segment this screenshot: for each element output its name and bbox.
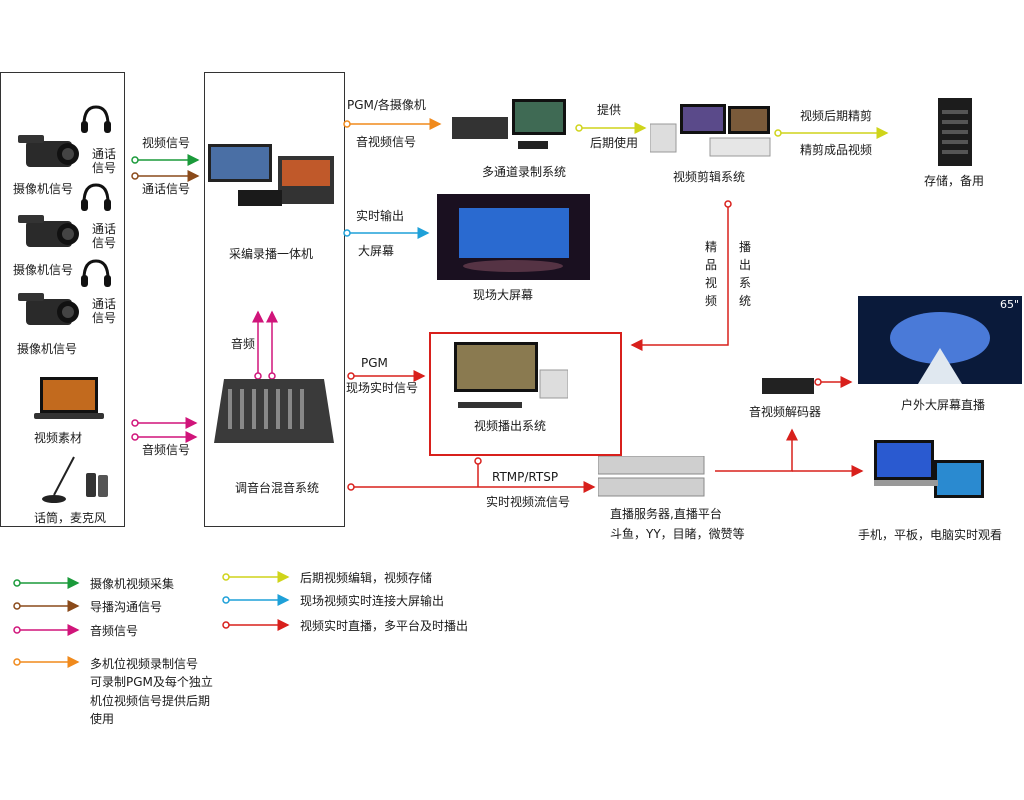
intercom-signal-label: 通话信号 (142, 182, 191, 196)
editing-label: 视频剪辑系统 (673, 170, 746, 184)
legend-label-orange: 多机位视频录制信号 (90, 657, 199, 671)
server-label-2: 斗鱼，YY，目睹，微赞等 (610, 527, 745, 541)
venue-screen-image (437, 194, 590, 280)
camera-icon (18, 135, 79, 167)
headset-icon (81, 259, 111, 287)
rtmp-label: RTMP/RTSP (492, 470, 559, 484)
legend-label-brown: 导播沟通信号 (90, 600, 163, 614)
playout-system-vertical-label: 播出系统 (739, 240, 752, 308)
storage-label: 存储，备用 (924, 174, 985, 188)
live-signal-label: 现场实时信号 (346, 381, 419, 395)
camera-signal-label-1: 摄像机信号 (13, 182, 74, 196)
video-material-label: 视频素材 (34, 431, 83, 445)
realtime-out-label: 实时输出 (356, 209, 405, 223)
decoder-label: 音视频解码器 (749, 405, 822, 419)
tv-size-badge: 65" (1000, 298, 1020, 311)
audio-mixer-icon (214, 379, 334, 443)
intercom-label-2: 通话 信号 (92, 222, 117, 250)
playout-system-icon (454, 342, 568, 408)
post-use-label: 后期使用 (590, 136, 639, 150)
legend-note-line-3: 使用 (90, 712, 115, 726)
audio-label: 音频 (231, 337, 256, 351)
edited-video-label: 精剪成品视频 (800, 143, 873, 157)
provide-label: 提供 (597, 103, 622, 117)
refined-video-vertical-label: 精品视频 (705, 240, 718, 308)
av-signal-label: 音视频信号 (356, 135, 417, 149)
multi-record-icon (452, 99, 566, 149)
headset-icon (81, 183, 111, 211)
storage-server-icon (938, 98, 972, 166)
mixer-label: 调音台混音系统 (235, 481, 320, 495)
capture-column-box (204, 72, 345, 527)
server-label-1: 直播服务器,直播平台 (610, 507, 722, 521)
playout-box (429, 332, 622, 456)
camera-group (18, 105, 111, 325)
legend-label-blue: 现场视频实时连接大屏输出 (300, 594, 445, 608)
legend-label-red: 视频实时直播，多平台及时播出 (300, 619, 469, 633)
camera-signal-label-2: 摄像机信号 (13, 263, 74, 277)
legend-note-line-1: 可录制PGM及每个独立 (90, 675, 213, 689)
camera-icon (18, 293, 79, 325)
legend-note-line-2: 机位视频信号提供后期 (90, 694, 211, 708)
capture-unit-label: 采编录播一体机 (229, 247, 314, 261)
source-column-box (0, 72, 125, 527)
big-screen-label: 大屏幕 (358, 244, 395, 258)
playout-label: 视频播出系统 (474, 419, 547, 433)
pgm-cameras-label: PGM/各摄像机 (347, 98, 426, 112)
decoder-icon (762, 378, 814, 394)
intercom-label-1: 通话 信号 (92, 147, 117, 175)
camera-signal-label-3: 摄像机信号 (17, 342, 78, 356)
headset-icon (81, 105, 111, 133)
post-edit-label: 视频后期精剪 (800, 109, 873, 123)
microphone-label: 话筒，麦克风 (34, 511, 107, 525)
microphone-icon (42, 456, 108, 503)
legend-label-yellow: 后期视频编辑，视频存储 (300, 571, 433, 585)
outdoor-label: 户外大屏幕直播 (901, 398, 986, 412)
camera-icon (18, 215, 79, 247)
outdoor-tv-icon (858, 296, 1022, 384)
laptop-icon (34, 377, 104, 419)
venue-screen-label: 现场大屏幕 (473, 288, 534, 302)
pgm-label: PGM (361, 356, 388, 370)
live-server-icon (598, 456, 705, 497)
intercom-label-3: 通话 信号 (92, 297, 117, 325)
editing-system-icon (650, 104, 771, 157)
video-signal-label: 视频信号 (142, 136, 191, 150)
devices-label: 手机，平板，电脑实时观看 (858, 528, 1003, 542)
legend-label-magenta: 音频信号 (90, 624, 139, 638)
capture-unit-icon (208, 144, 334, 206)
audio-signal-label: 音频信号 (142, 443, 191, 457)
legend-label-green: 摄像机视频采集 (90, 577, 175, 591)
multi-record-label: 多通道录制系统 (482, 165, 567, 179)
devices-icon (874, 440, 984, 498)
stream-signal-label: 实时视频流信号 (486, 495, 571, 509)
